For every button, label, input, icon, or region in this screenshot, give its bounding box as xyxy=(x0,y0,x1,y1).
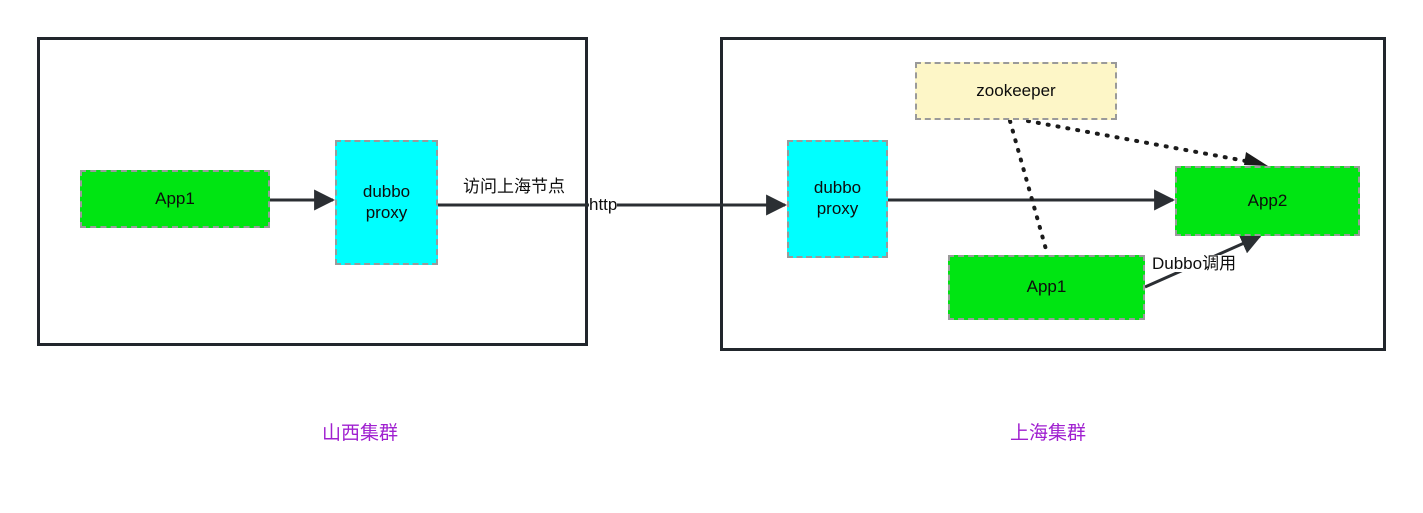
node-zookeeper[interactable]: zookeeper xyxy=(915,62,1117,120)
node-label: zookeeper xyxy=(976,80,1056,100)
node-shanxi-app1[interactable]: App1 xyxy=(80,170,270,228)
cluster-caption-shanghai: 上海集群 xyxy=(1009,423,1086,444)
edge-label-dubbo-call: Dubbo调用 xyxy=(1152,254,1237,273)
cluster-box-shanxi xyxy=(37,37,588,346)
edge-label-access-shanghai-node: 访问上海节点 xyxy=(463,177,565,196)
edge-label-http: http xyxy=(589,195,618,214)
node-shanghai-app2[interactable]: App2 xyxy=(1175,166,1360,236)
node-label: App1 xyxy=(1026,277,1067,297)
node-label: dubbo proxy xyxy=(362,181,411,222)
node-label: App2 xyxy=(1247,190,1288,210)
node-shanghai-app1[interactable]: App1 xyxy=(948,255,1145,320)
node-shanxi-dubbo-proxy[interactable]: dubbo proxy xyxy=(335,140,438,265)
node-shanghai-dubbo-proxy[interactable]: dubbo proxy xyxy=(787,140,888,258)
node-label: App1 xyxy=(155,188,195,208)
cluster-caption-shanxi: 山西集群 xyxy=(321,423,398,444)
cluster-box-shanghai xyxy=(720,37,1386,351)
node-label: dubbo proxy xyxy=(813,178,862,218)
